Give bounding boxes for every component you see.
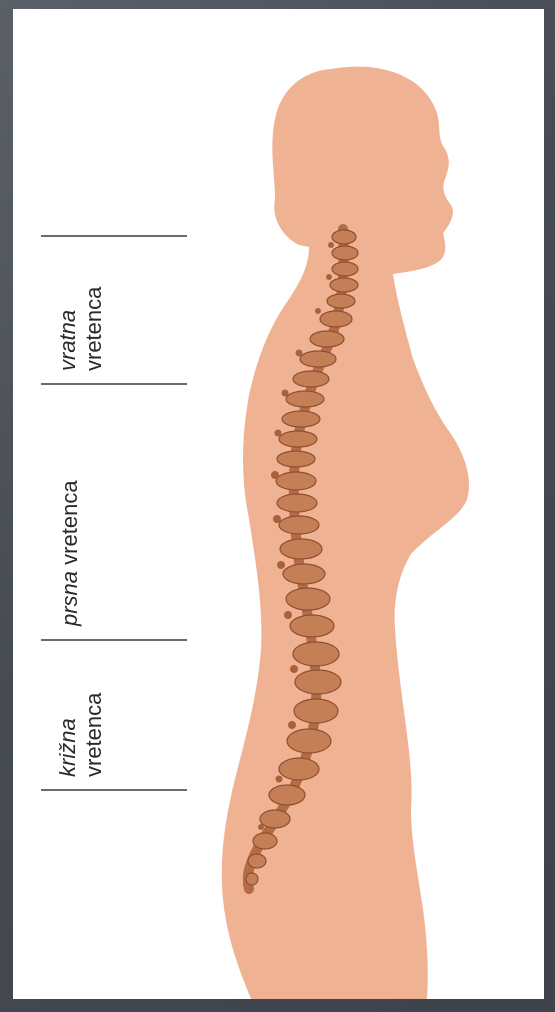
divider-top [41, 235, 187, 237]
divider-thoracic-sacral [41, 639, 187, 641]
divider-cervical-thoracic [41, 383, 187, 385]
label-sacral-line1: križna [55, 718, 80, 777]
figure-card: vratna vretenca prsna vretenca križna vr… [13, 9, 544, 999]
label-cervical-line1: vratna [55, 310, 80, 371]
label-thoracic: prsna vretenca [57, 480, 83, 626]
label-sacral: križna vretenca [55, 693, 107, 777]
label-cervical-line2: vretenca [81, 287, 107, 371]
label-thoracic-line2: vretenca [57, 480, 82, 564]
divider-bottom [41, 789, 187, 791]
label-cervical: vratna vretenca [55, 287, 107, 371]
label-sacral-line2: vretenca [81, 693, 107, 777]
label-thoracic-line1: prsna [57, 571, 82, 626]
region-labels: vratna vretenca prsna vretenca križna vr… [13, 9, 544, 999]
